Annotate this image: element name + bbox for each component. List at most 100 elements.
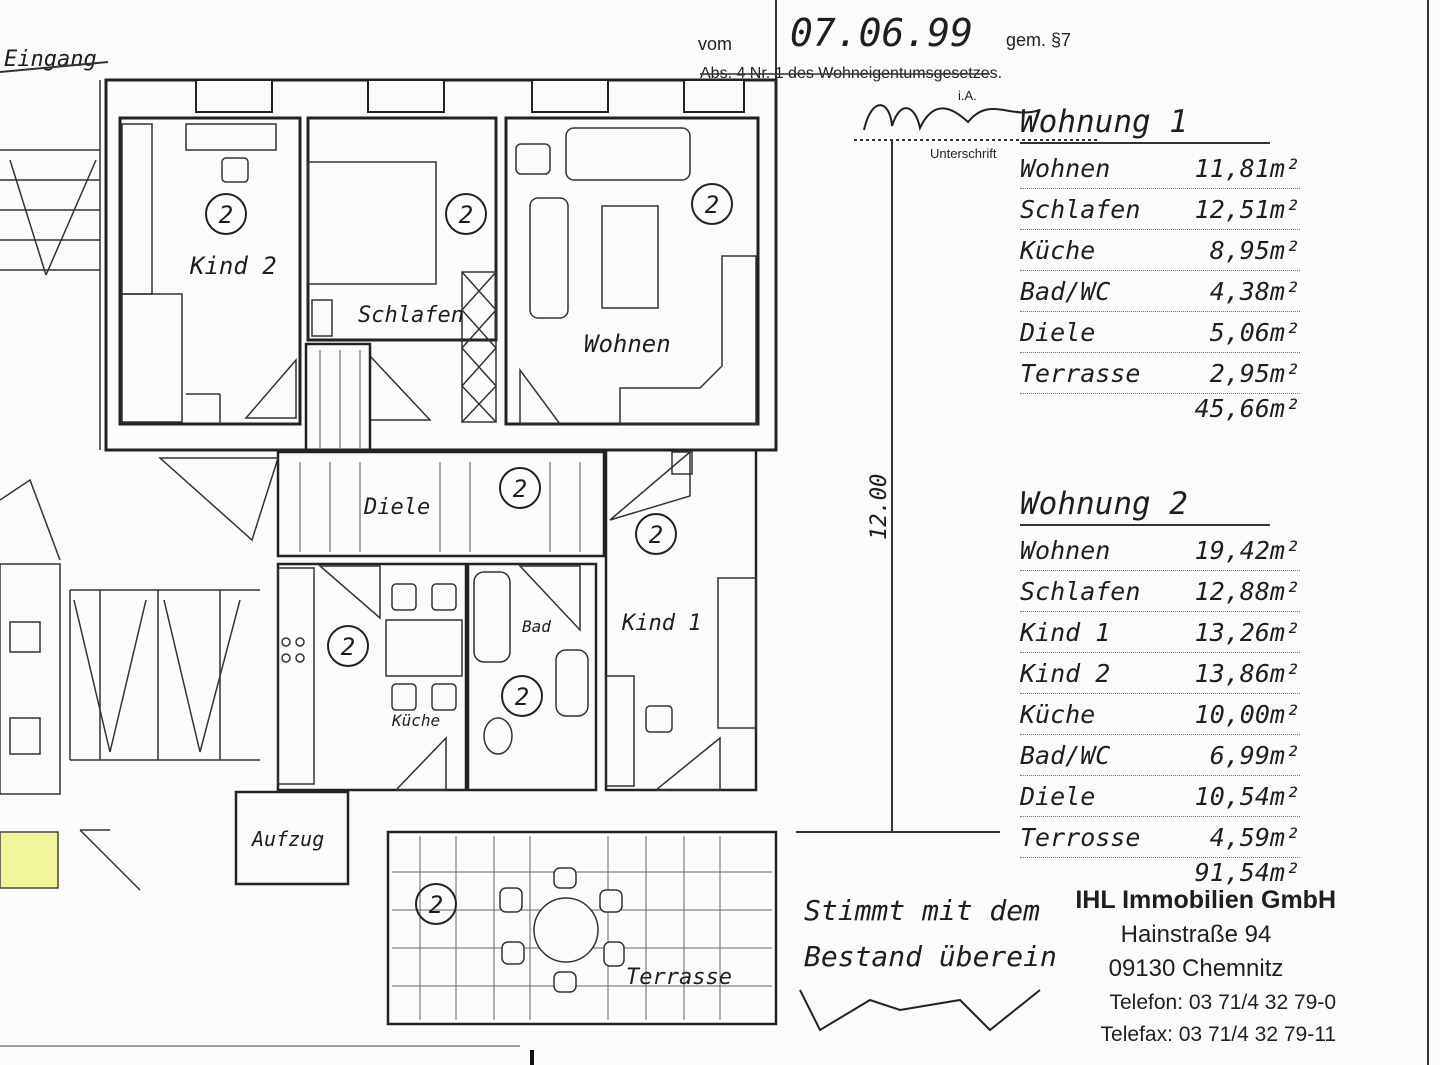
company-stamp: IHL Immobilien GmbH Hainstraße 94 09130 … (1056, 886, 1336, 1047)
paragraph-ref: gem. §7 (1006, 30, 1071, 50)
area-row: Terrasse 2,95m² (1020, 353, 1300, 394)
company-name: IHL Immobilien GmbH (1075, 886, 1336, 914)
stair-left (0, 80, 101, 450)
unit-marker: 2 (341, 633, 355, 661)
schlafen-furniture (307, 161, 497, 423)
entrance-underline (0, 61, 109, 73)
diele-hatching (299, 350, 581, 552)
kind1-furniture (605, 450, 757, 791)
room-label-wohnen: Wohnen (584, 330, 671, 358)
room-label-kind1: Kind 1 (621, 611, 701, 636)
area-row-value: 12,88m² (1194, 576, 1300, 606)
wohnen-furniture (515, 127, 757, 425)
area-row-label: Terrasse (1020, 358, 1141, 388)
area-row: Schlafen 12,51m² (1020, 189, 1300, 230)
company-fax: Telefax: 03 71/4 32 79-11 (1100, 1023, 1336, 1046)
dimension-line (796, 140, 1000, 833)
signature-scribble (863, 104, 1041, 132)
wohnung-1-title: Wohnung 1 (1020, 104, 1270, 144)
company-city: 09130 Chemnitz (1108, 955, 1284, 982)
area-row-value: 5,06m² (1209, 317, 1300, 347)
area-row: Kind 2 13,86m² (1020, 653, 1300, 694)
dimension-label: 12.00 (867, 474, 892, 540)
wohnung-1-total: 45,66m² (1194, 394, 1300, 423)
terrace-outline (386, 830, 778, 1026)
area-row-label: Wohnen (1020, 535, 1111, 565)
elevator-shaft (234, 790, 350, 886)
area-row-value: 2,95m² (1209, 358, 1300, 388)
unit-marker: 2 (515, 683, 529, 711)
signature-caption: Unterschrift (930, 146, 997, 161)
kind2-furniture (121, 123, 297, 424)
area-row-value: 6,99m² (1209, 740, 1300, 770)
room-label-kueche: Küche (391, 711, 440, 730)
room-label-terrasse: Terrasse (626, 965, 732, 990)
area-row-label: Küche (1020, 235, 1096, 265)
area-row: Küche 10,00m² (1020, 694, 1300, 735)
room-label-bad: Bad (522, 617, 551, 636)
area-row-label: Terrosse (1020, 822, 1141, 852)
area-row-label: Kind 2 (1020, 658, 1111, 688)
area-row: Bad/WC 4,38m² (1020, 271, 1300, 312)
area-row: Wohnen 19,42m² (1020, 530, 1300, 571)
area-row-label: Diele (1020, 317, 1096, 347)
unit-marker: 2 (429, 891, 443, 919)
room-label-kind2: Kind 2 (189, 252, 277, 280)
area-row: Wohnen 11,81m² (1020, 148, 1300, 189)
handwritten-note-line2: Bestand überein (804, 940, 1057, 973)
area-row-value: 12,51m² (1194, 194, 1300, 224)
left-lower-wing (0, 478, 260, 891)
diele-walls (276, 342, 606, 558)
area-row-label: Wohnen (1020, 153, 1111, 183)
company-phone: Telefon: 03 71/4 32 79-0 (1109, 991, 1336, 1014)
area-row-value: 13,26m² (1194, 617, 1300, 647)
handwritten-note-line1: Stimmt mit dem (804, 894, 1040, 927)
room-label-schlafen: Schlafen (358, 303, 464, 328)
room-label-diele: Diele (363, 495, 430, 520)
stamp-date: 07.06.99 (790, 11, 973, 55)
area-row: Diele 5,06m² (1020, 312, 1300, 353)
area-row-value: 4,38m² (1209, 276, 1300, 306)
area-row-value: 10,54m² (1194, 781, 1300, 811)
area-row-label: Schlafen (1020, 194, 1141, 224)
company-street: Hainstraße 94 (1120, 921, 1272, 948)
wohnung-1-area-table: Wohnung 1 Wohnen 11,81m² Schlafen 12,51m² Kü… (1020, 104, 1300, 423)
wohnung-2-title: Wohnung 2 (1020, 486, 1270, 526)
highlighted-area (0, 831, 59, 889)
unit-marker: 2 (459, 201, 473, 229)
wohnung-1-rows: Wohnen 11,81m² Schlafen 12,51m² Küche 8,95m² B… (1020, 148, 1300, 394)
unit-marker: 2 (219, 201, 233, 229)
vom-label: vom (698, 34, 732, 54)
terrace-table-chairs (499, 867, 625, 993)
bath-fixtures (473, 565, 589, 755)
unit-marker: 2 (649, 521, 663, 549)
area-row-label: Bad/WC (1020, 276, 1111, 306)
kitchen-bath-walls (276, 562, 598, 792)
area-row-label: Bad/WC (1020, 740, 1111, 770)
area-row-label: Küche (1020, 699, 1096, 729)
area-row-value: 11,81m² (1194, 153, 1300, 183)
unit-marker: 2 (705, 191, 719, 219)
unit-marker: 2 (513, 475, 527, 503)
area-row-label: Diele (1020, 781, 1096, 811)
area-row-value: 8,95m² (1209, 235, 1300, 265)
terrace-grid (392, 836, 772, 1020)
room-label-aufzug: Aufzug (250, 827, 324, 851)
area-row-value: 10,00m² (1194, 699, 1300, 729)
area-row: Kind 1 13,26m² (1020, 612, 1300, 653)
area-row: Bad/WC 6,99m² (1020, 735, 1300, 776)
wohnung-2-total: 91,54m² (1194, 858, 1300, 887)
area-row-value: 19,42m² (1194, 535, 1300, 565)
area-row: Küche 8,95m² (1020, 230, 1300, 271)
unit-marker-circles (205, 183, 733, 925)
area-row-value: 13,86m² (1194, 658, 1300, 688)
ia-label: i.A. (958, 88, 977, 103)
area-row-label: Kind 1 (1020, 617, 1111, 647)
window-blocks (195, 79, 745, 113)
unit-marker-labels: 2 2 2 2 2 2 2 2 (219, 191, 719, 919)
handwritten-signature (799, 989, 1041, 1032)
